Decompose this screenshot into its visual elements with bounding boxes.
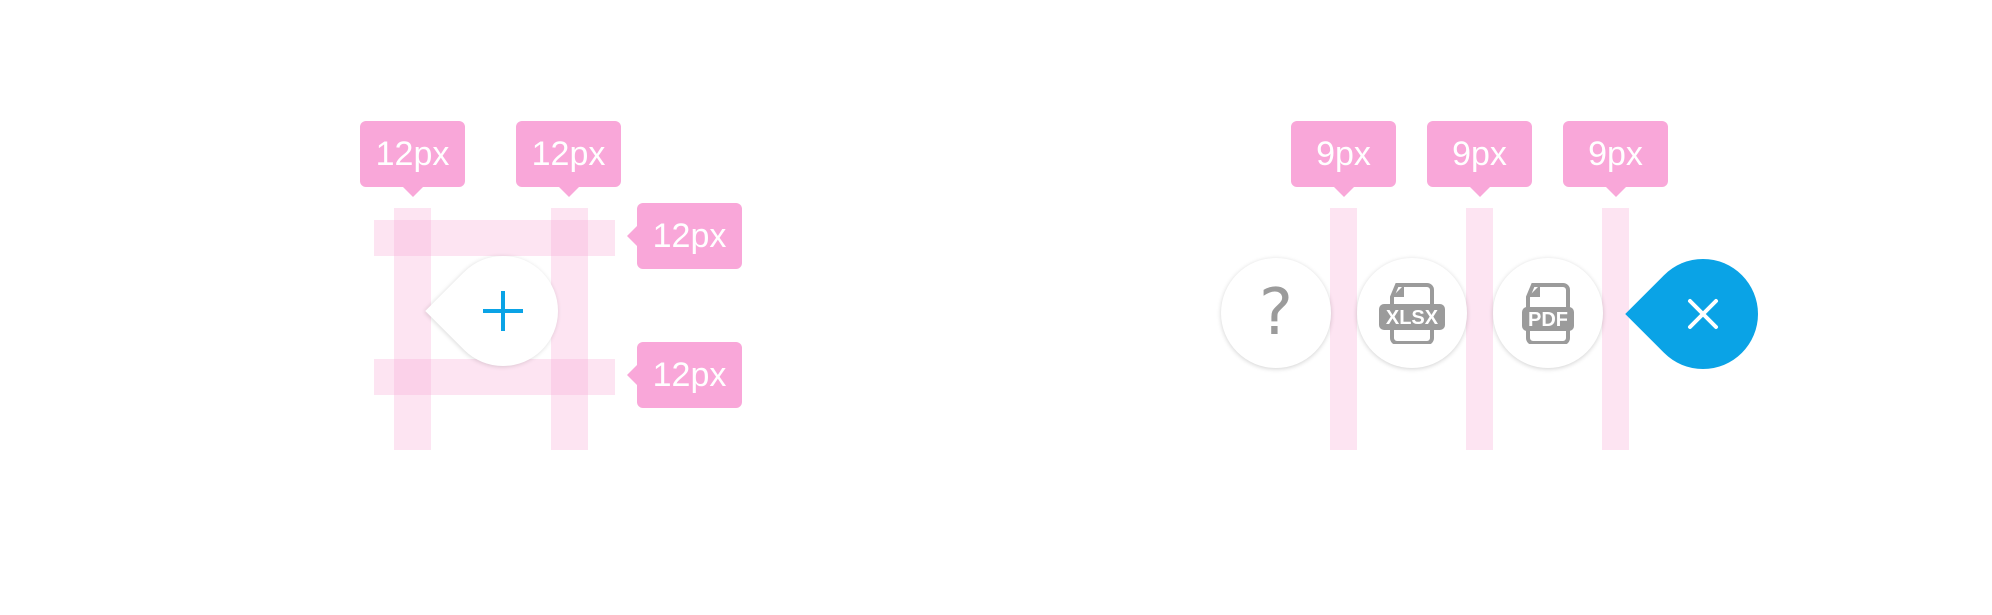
pdf-file-label: PDF (1528, 309, 1568, 331)
spacing-label-left-top-2: 12px (516, 121, 621, 197)
question-icon: ? (1259, 276, 1293, 350)
close-fab-glyph (1648, 259, 1758, 369)
add-fab-glyph (448, 256, 558, 366)
pdf-file-icon: PDF (1522, 283, 1574, 344)
export-xlsx-button[interactable]: XLSX (1357, 258, 1467, 368)
guide-horizontal-top (374, 220, 615, 256)
help-button[interactable]: ? (1221, 258, 1331, 368)
spacing-label-gap-2: 9px (1427, 121, 1532, 197)
xlsx-file-icon: XLSX (1379, 283, 1445, 344)
xlsx-file-label: XLSX (1386, 307, 1439, 329)
spacing-label-left-side-lower: 12px (627, 342, 742, 408)
spacing-label-left-top-1: 12px (360, 121, 465, 197)
spacing-label-gap-1: 9px (1291, 121, 1396, 197)
guide-vertical-right (551, 208, 588, 450)
guide-gap-3 (1602, 208, 1629, 450)
close-icon (1688, 299, 1718, 329)
spacing-label-gap-3: 9px (1563, 121, 1668, 197)
guide-gap-1 (1330, 208, 1357, 450)
export-pdf-button[interactable]: PDF (1493, 258, 1603, 368)
spacing-label-left-side-upper: 12px (627, 203, 742, 269)
plus-icon (483, 291, 523, 331)
guide-vertical-left (394, 208, 431, 450)
guide-gap-2 (1466, 208, 1493, 450)
